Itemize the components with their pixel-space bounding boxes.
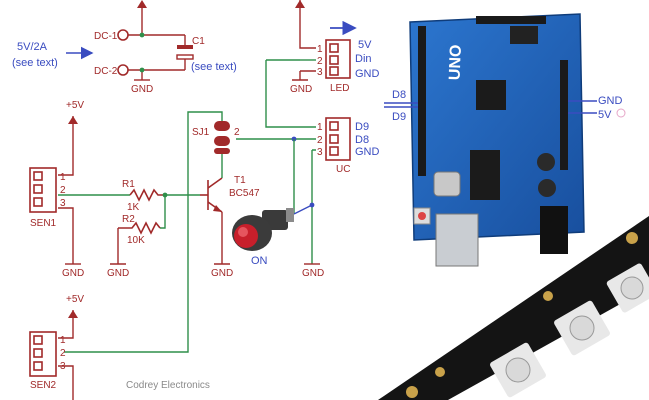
dc-plus-label: DC-1 [94, 31, 118, 42]
svg-text:1K: 1K [127, 202, 140, 213]
svg-text:10K: 10K [127, 235, 145, 246]
supply-label: 5V/2A [17, 41, 48, 53]
svg-text:SJ1: SJ1 [192, 127, 210, 138]
svg-text:GND: GND [107, 268, 129, 279]
solder-jumper-sj1: SJ1 2 [64, 111, 240, 353]
transistor-t1: T1 BC547 GND [200, 152, 260, 279]
sensor1-name: SEN1 [30, 218, 57, 229]
led-connector-name: LED [330, 83, 349, 94]
uc-signal-d9: D9 [355, 121, 369, 133]
led-connector-body [325, 39, 351, 79]
dc-minus-label: DC-2 [94, 66, 118, 77]
uc-connector-name: UC [336, 164, 350, 175]
resistors: R1 1K R2 10K GND [107, 179, 200, 279]
sensor-1: +5V 1 2 3 SEN1 GND [29, 100, 130, 279]
sensor1-body [29, 167, 57, 213]
supply-note: (see text) [12, 57, 58, 69]
uc-signal-d8: D8 [355, 134, 369, 146]
svg-text:GND: GND [62, 268, 84, 279]
switch-label: ON [251, 255, 268, 267]
svg-text:GND: GND [302, 268, 324, 279]
resistor-r1 [129, 188, 165, 202]
svg-text:1: 1 [317, 44, 323, 55]
svg-text:1: 1 [317, 122, 323, 133]
svg-text:3: 3 [317, 67, 323, 78]
capacitor-note: (see text) [191, 61, 237, 73]
led-signal-gnd: GND [355, 68, 380, 80]
led-signal-5v: 5V [358, 39, 372, 51]
dc-minus-terminal [117, 64, 129, 76]
right-header [560, 60, 568, 170]
svg-text:T1: T1 [234, 175, 246, 186]
gnd-label: GND [131, 84, 153, 95]
svg-text:1: 1 [60, 335, 66, 346]
power-input-section: 5V/2A (see text) DC-1 DC-2 GND C1 (see t… [12, 0, 237, 95]
left-header [418, 26, 426, 176]
led-connector: GND 1 2 3 5V Din GND LED [290, 0, 380, 95]
led-strip [378, 216, 649, 400]
svg-text:BC547: BC547 [229, 188, 260, 199]
usb-port [435, 213, 479, 267]
resistor-r2 [118, 221, 161, 235]
svg-text:2: 2 [60, 348, 66, 359]
svg-text:2: 2 [317, 56, 323, 67]
capacitor-plate-top [177, 45, 193, 49]
svg-text:2: 2 [317, 135, 323, 146]
svg-text:R2: R2 [122, 214, 135, 225]
arduino-label-d9: D9 [392, 111, 406, 123]
reset-button [418, 212, 426, 220]
mcu-chip [476, 80, 506, 110]
arduino-pin-labels: D8 D9 GND 5V [384, 89, 626, 123]
arduino-label-gnd: GND [598, 95, 623, 107]
svg-text:2: 2 [60, 185, 66, 196]
plus-rail-arrow [137, 0, 147, 8]
svg-text:2: 2 [234, 127, 240, 138]
uc-connector: GND 1 2 3 D9 D8 GND UC [236, 59, 380, 279]
svg-text:GND: GND [290, 84, 312, 95]
credit-text: Codrey Electronics [126, 380, 210, 391]
uc-connector-body [325, 117, 351, 161]
uc-signal-gnd: GND [355, 146, 380, 158]
dc-plus-terminal [117, 29, 129, 41]
led-pixels [490, 263, 649, 398]
power-jack [540, 206, 568, 254]
board-logo: UNO [447, 44, 465, 80]
led-signal-din: Din [355, 53, 372, 65]
sensor-2: +5V 1 2 3 SEN2 [29, 294, 84, 400]
arduino-label-5v: 5V [598, 109, 612, 121]
capacitor-name: C1 [192, 36, 205, 47]
svg-text:GND: GND [211, 268, 233, 279]
arduino-label-d8: D8 [392, 89, 406, 101]
push-switch: ON [232, 139, 313, 267]
sensor2-vcc: +5V [66, 294, 84, 305]
svg-text:R1: R1 [122, 179, 135, 190]
svg-text:3: 3 [317, 147, 323, 158]
sensor2-name: SEN2 [30, 380, 57, 391]
svg-text:1: 1 [60, 172, 66, 183]
capacitor-plate-bottom [176, 54, 194, 60]
arduino-uno-board: UNO [409, 13, 585, 267]
svg-text:3: 3 [60, 198, 66, 209]
sensor2-body [29, 331, 57, 377]
sensor1-vcc: +5V [66, 100, 84, 111]
